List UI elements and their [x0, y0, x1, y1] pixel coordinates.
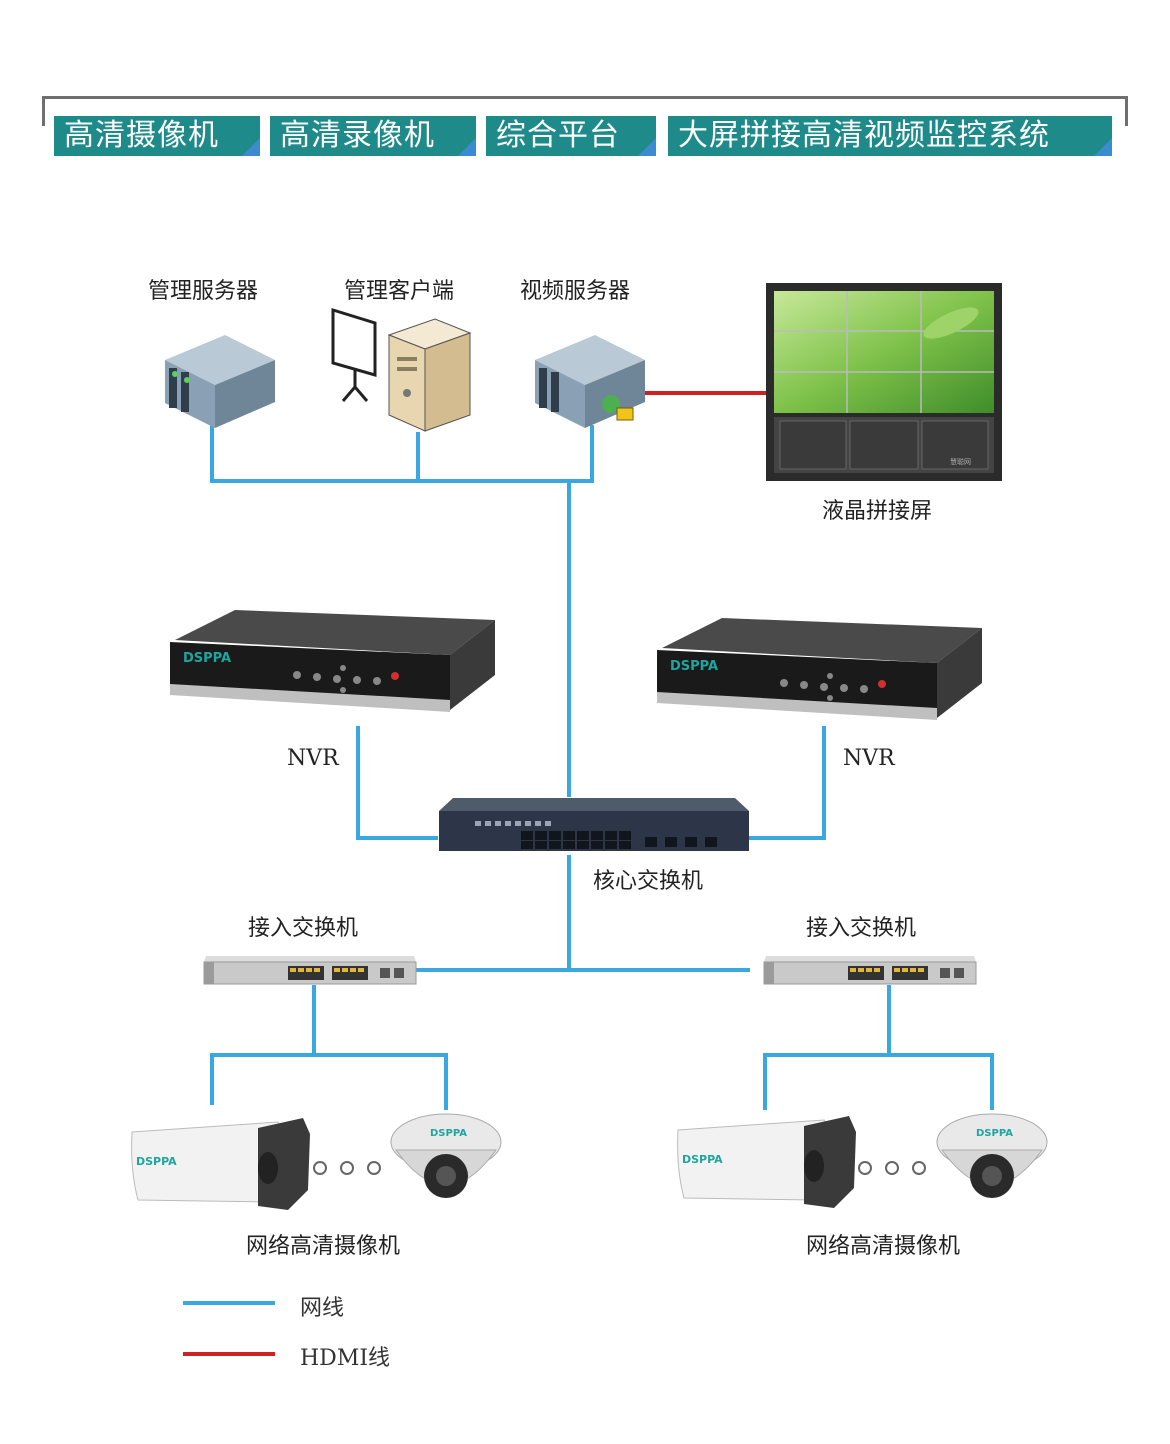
core-switch-icon	[439, 798, 749, 851]
net-line-nvr-right	[748, 726, 826, 840]
label-nvr-left: NVR	[287, 746, 339, 771]
label-core-switch: 核心交换机	[593, 869, 704, 894]
net-line-cams-left	[210, 1053, 448, 1110]
camera-brand: DSPPA	[976, 1128, 1013, 1139]
camera-ellipsis-left	[310, 1158, 390, 1182]
nvr-brand: DSPPA	[670, 659, 718, 674]
legend-label-network: 网线	[300, 1296, 345, 1321]
tab-label: 高清录像机	[280, 118, 435, 153]
access-switch-right-icon	[763, 956, 977, 985]
camera-brand: DSPPA	[430, 1128, 467, 1139]
camera-brand: DSPPA	[136, 1155, 177, 1168]
label-nvr-right: NVR	[843, 746, 895, 771]
net-line-cams-right	[763, 1053, 994, 1110]
camera-brand: DSPPA	[682, 1153, 723, 1166]
dome-camera-left-icon: DSPPA	[390, 1113, 502, 1198]
lcd-wall-icon: 慧聪网	[766, 283, 1002, 481]
nvr-right-icon: DSPPA	[657, 618, 982, 720]
label-cameras-right: 网络高清摄像机	[806, 1234, 961, 1259]
tab-system-title: 大屏拼接高清视频监控系统	[668, 116, 1112, 156]
tab-label: 大屏拼接高清视频监控系统	[678, 118, 1050, 153]
tab-label: 综合平台	[496, 118, 620, 153]
mgmt-client-icon	[331, 307, 472, 432]
label-mgmt-server: 管理服务器	[148, 279, 259, 304]
tab-hd-camera: 高清摄像机	[54, 116, 260, 156]
bullet-camera-left-icon: DSPPA	[131, 1118, 310, 1210]
legend-swatch-hdmi	[183, 1352, 275, 1356]
legend-label-hdmi: HDMI线	[300, 1346, 391, 1371]
legend-swatch-network	[183, 1301, 275, 1305]
tab-platform: 综合平台	[486, 116, 656, 156]
label-cameras-left: 网络高清摄像机	[246, 1234, 401, 1259]
nvr-left-icon: DSPPA	[170, 610, 495, 712]
camera-ellipsis-right	[855, 1158, 935, 1182]
label-lcd-wall: 液晶拼接屏	[822, 499, 933, 524]
header-frame-left	[42, 96, 45, 126]
pc-tower-icon	[387, 318, 472, 432]
tab-hd-recorder: 高清录像机	[270, 116, 476, 156]
header-frame-right	[1125, 96, 1128, 126]
dome-camera-right-icon: DSPPA	[936, 1113, 1048, 1198]
tab-label: 高清摄像机	[64, 118, 219, 153]
label-access-switch-right: 接入交换机	[806, 916, 917, 941]
label-mgmt-client: 管理客户端	[344, 279, 455, 304]
lcd-wall-watermark: 慧聪网	[950, 457, 971, 466]
net-line-nvr-left	[356, 726, 438, 840]
access-switch-left-icon	[203, 956, 417, 985]
label-video-server: 视频服务器	[520, 279, 631, 304]
net-line-servers	[210, 425, 594, 483]
bullet-camera-right-icon: DSPPA	[677, 1116, 856, 1208]
label-access-switch-left: 接入交换机	[248, 916, 359, 941]
projector-screen-icon	[331, 307, 377, 402]
nvr-brand: DSPPA	[183, 651, 231, 666]
video-server-icon	[535, 335, 645, 428]
mgmt-server-icon	[165, 335, 275, 428]
